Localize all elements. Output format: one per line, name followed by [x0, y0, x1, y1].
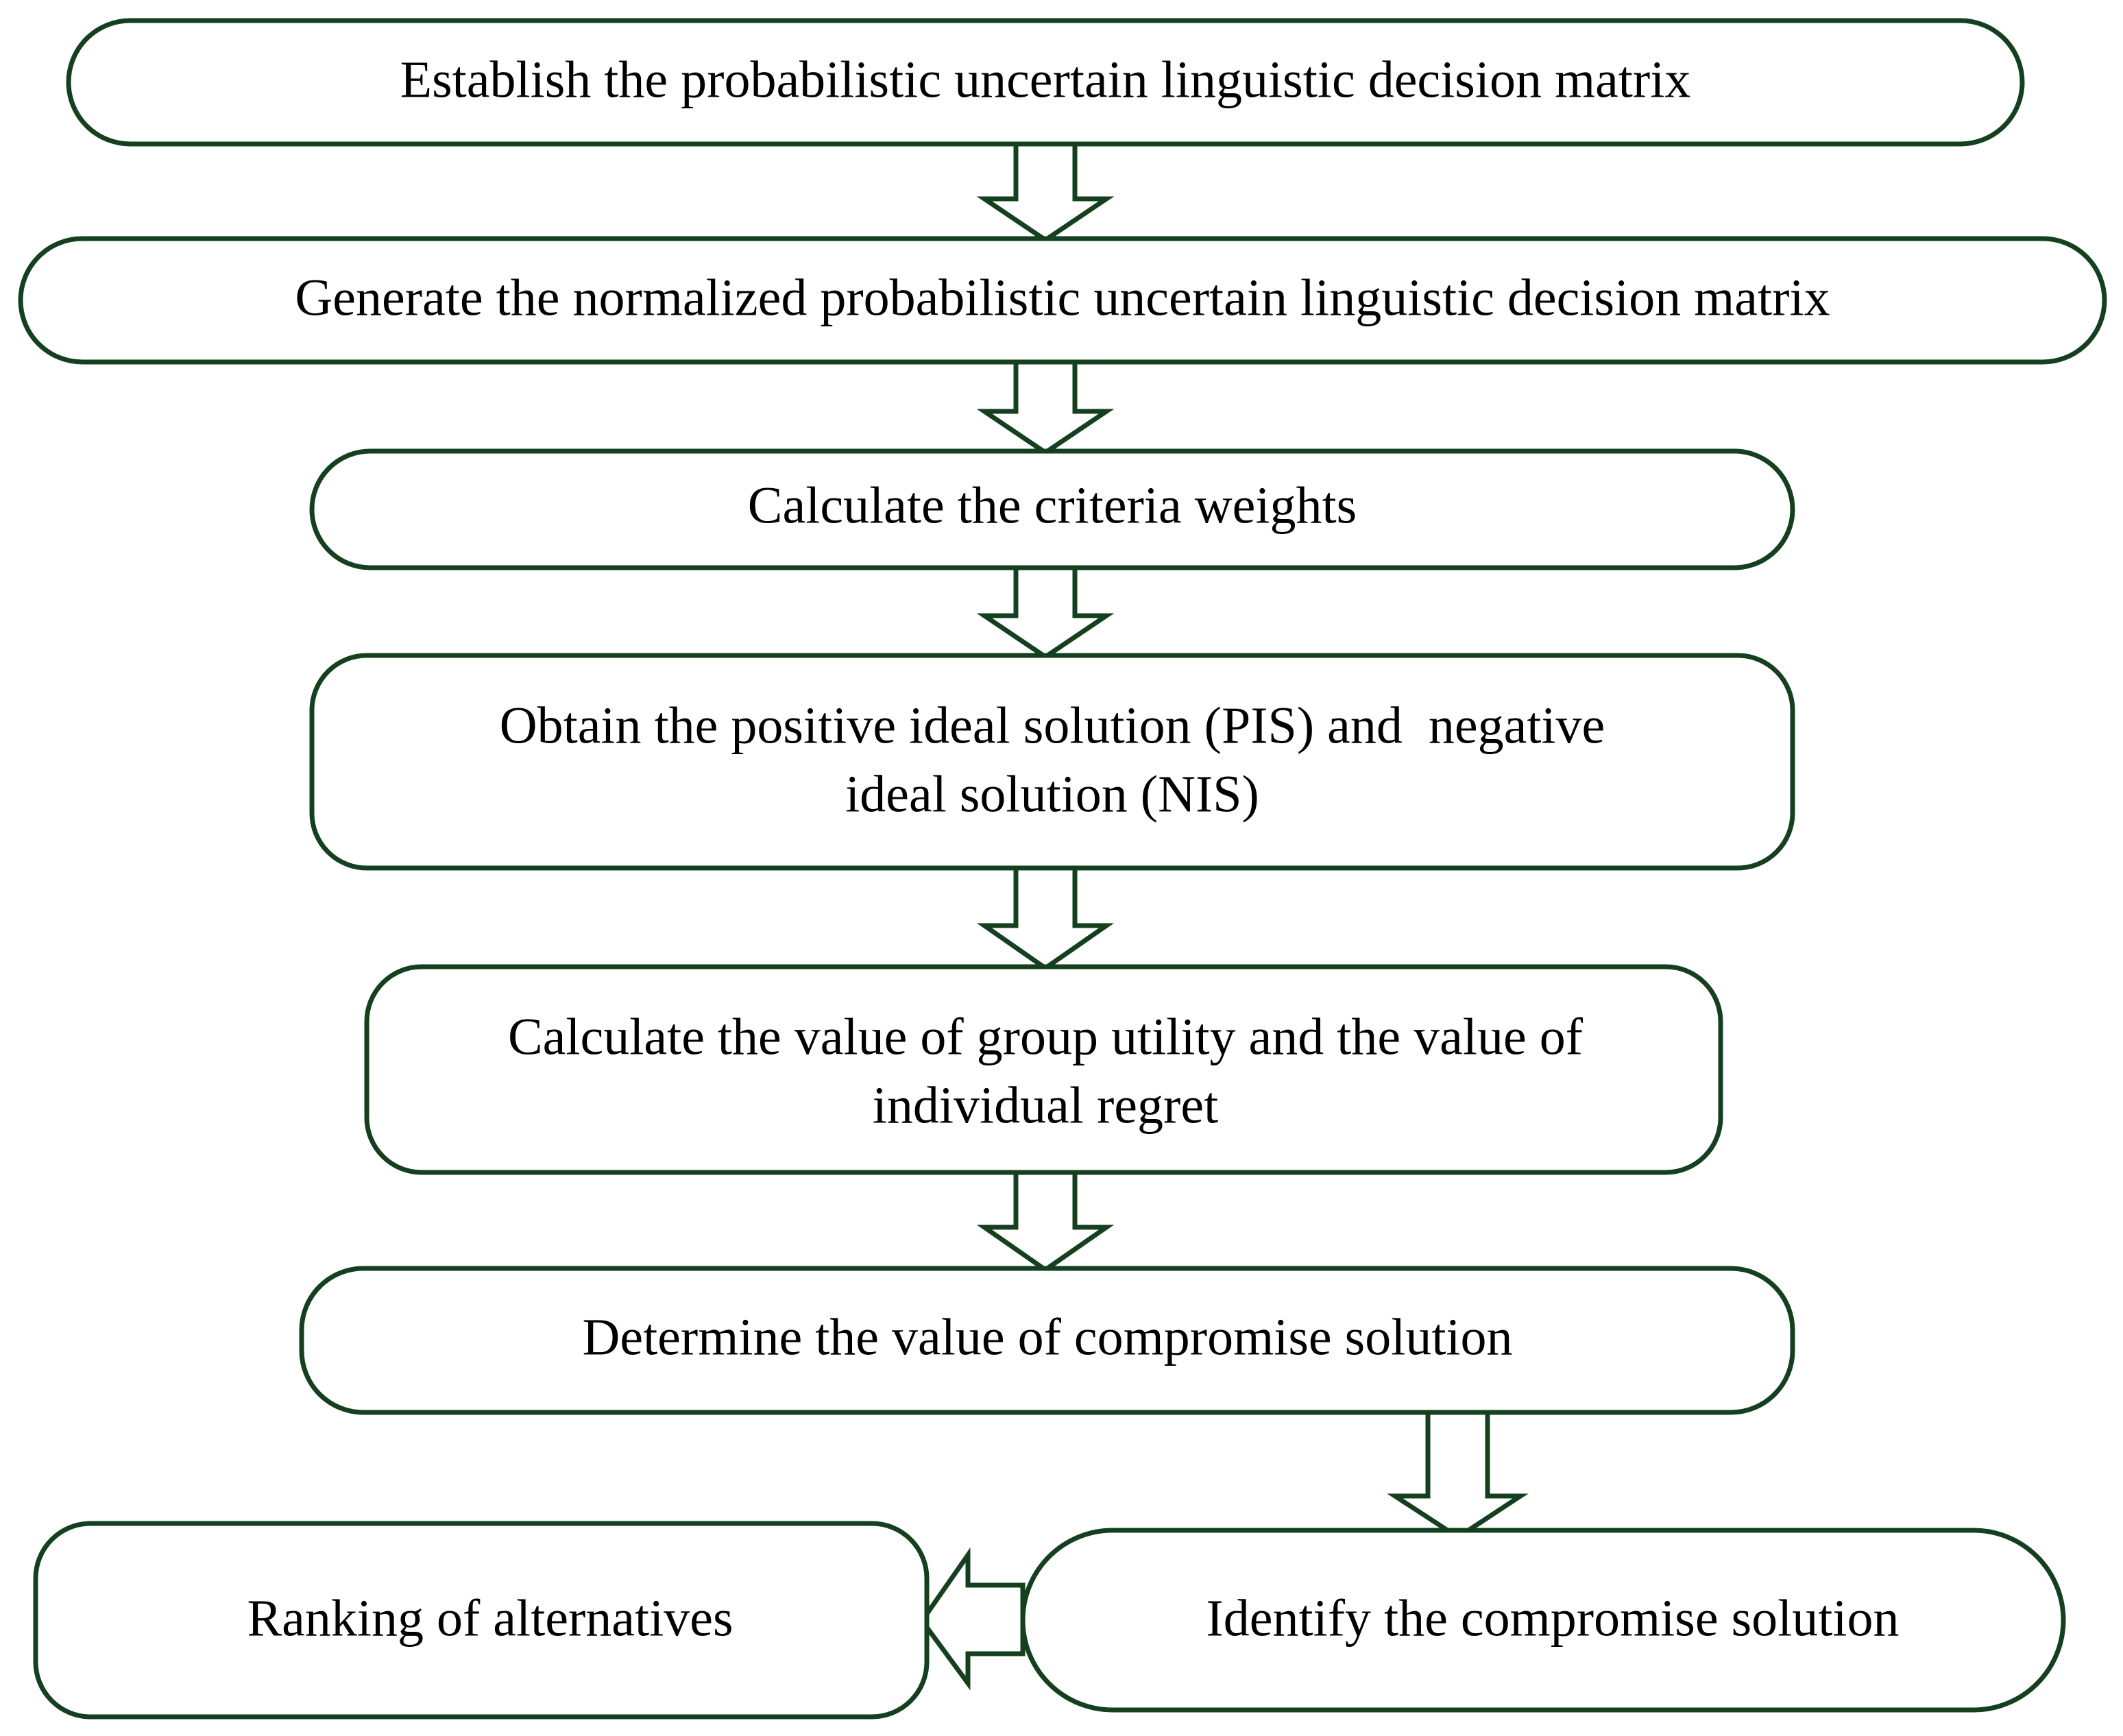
arrow-down-icon	[976, 1170, 1115, 1273]
node-criteria-weights[interactable]: Calculate the criteria weights	[309, 448, 1795, 570]
node-pis-nis-shape	[309, 653, 1795, 871]
node-ranking-alternatives-shape	[33, 1521, 930, 1720]
node-pis-nis-label-line2: ideal solution (NIS)	[845, 765, 1259, 823]
node-compromise-value-label: Determine the value of compromise soluti…	[582, 1308, 1512, 1366]
arrow-down-icon	[976, 565, 1115, 660]
arrow-7-identify-to-ranking	[919, 1547, 1026, 1691]
node-normalize-matrix-label: Generate the normalized probabilistic un…	[295, 269, 1830, 326]
arrow-4-pisnis-to-grouputility	[976, 865, 1115, 972]
node-compromise-value[interactable]: Determine the value of compromise soluti…	[299, 1266, 1795, 1415]
arrow-down-icon	[976, 141, 1115, 243]
node-identify-compromise-label: Identify the compromise solution	[1206, 1589, 1899, 1647]
arrow-2-normalize-to-weights	[976, 359, 1115, 456]
arrow-left-icon	[919, 1547, 1026, 1691]
node-establish-matrix[interactable]: Establish the probabilistic uncertain li…	[66, 18, 2025, 147]
arrow-down-icon	[976, 865, 1115, 972]
arrow-6-compromisevalue-to-identify	[1387, 1410, 1529, 1541]
node-compromise-value-shape	[299, 1266, 1795, 1415]
node-group-utility-label-line2: individual regret	[873, 1076, 1218, 1134]
node-pis-nis-label-line1: Obtain the positive ideal solution (PIS)…	[500, 697, 1605, 754]
node-establish-matrix-label: Establish the probabilistic uncertain li…	[400, 51, 1691, 108]
node-group-utility[interactable]: Calculate the value of group utility and…	[364, 964, 1723, 1175]
node-identify-compromise[interactable]: Identify the compromise solution	[1020, 1528, 2066, 1713]
arrow-1-establish-to-normalize	[976, 141, 1115, 243]
node-criteria-weights-label: Calculate the criteria weights	[748, 477, 1357, 534]
node-ranking-alternatives[interactable]: Ranking of alternatives	[33, 1521, 930, 1720]
arrow-3-weights-to-pisnis	[976, 565, 1115, 660]
arrow-down-icon	[1387, 1410, 1529, 1541]
arrow-5-grouputility-to-compromisevalue	[976, 1170, 1115, 1273]
arrow-down-icon	[976, 359, 1115, 456]
node-normalize-matrix[interactable]: Generate the normalized probabilistic un…	[18, 236, 2107, 365]
node-ranking-alternatives-label: Ranking of alternatives	[247, 1589, 733, 1647]
node-group-utility-label-line1: Calculate the value of group utility and…	[508, 1008, 1584, 1065]
node-group-utility-shape	[364, 964, 1723, 1175]
node-pis-nis[interactable]: Obtain the positive ideal solution (PIS)…	[309, 653, 1795, 871]
